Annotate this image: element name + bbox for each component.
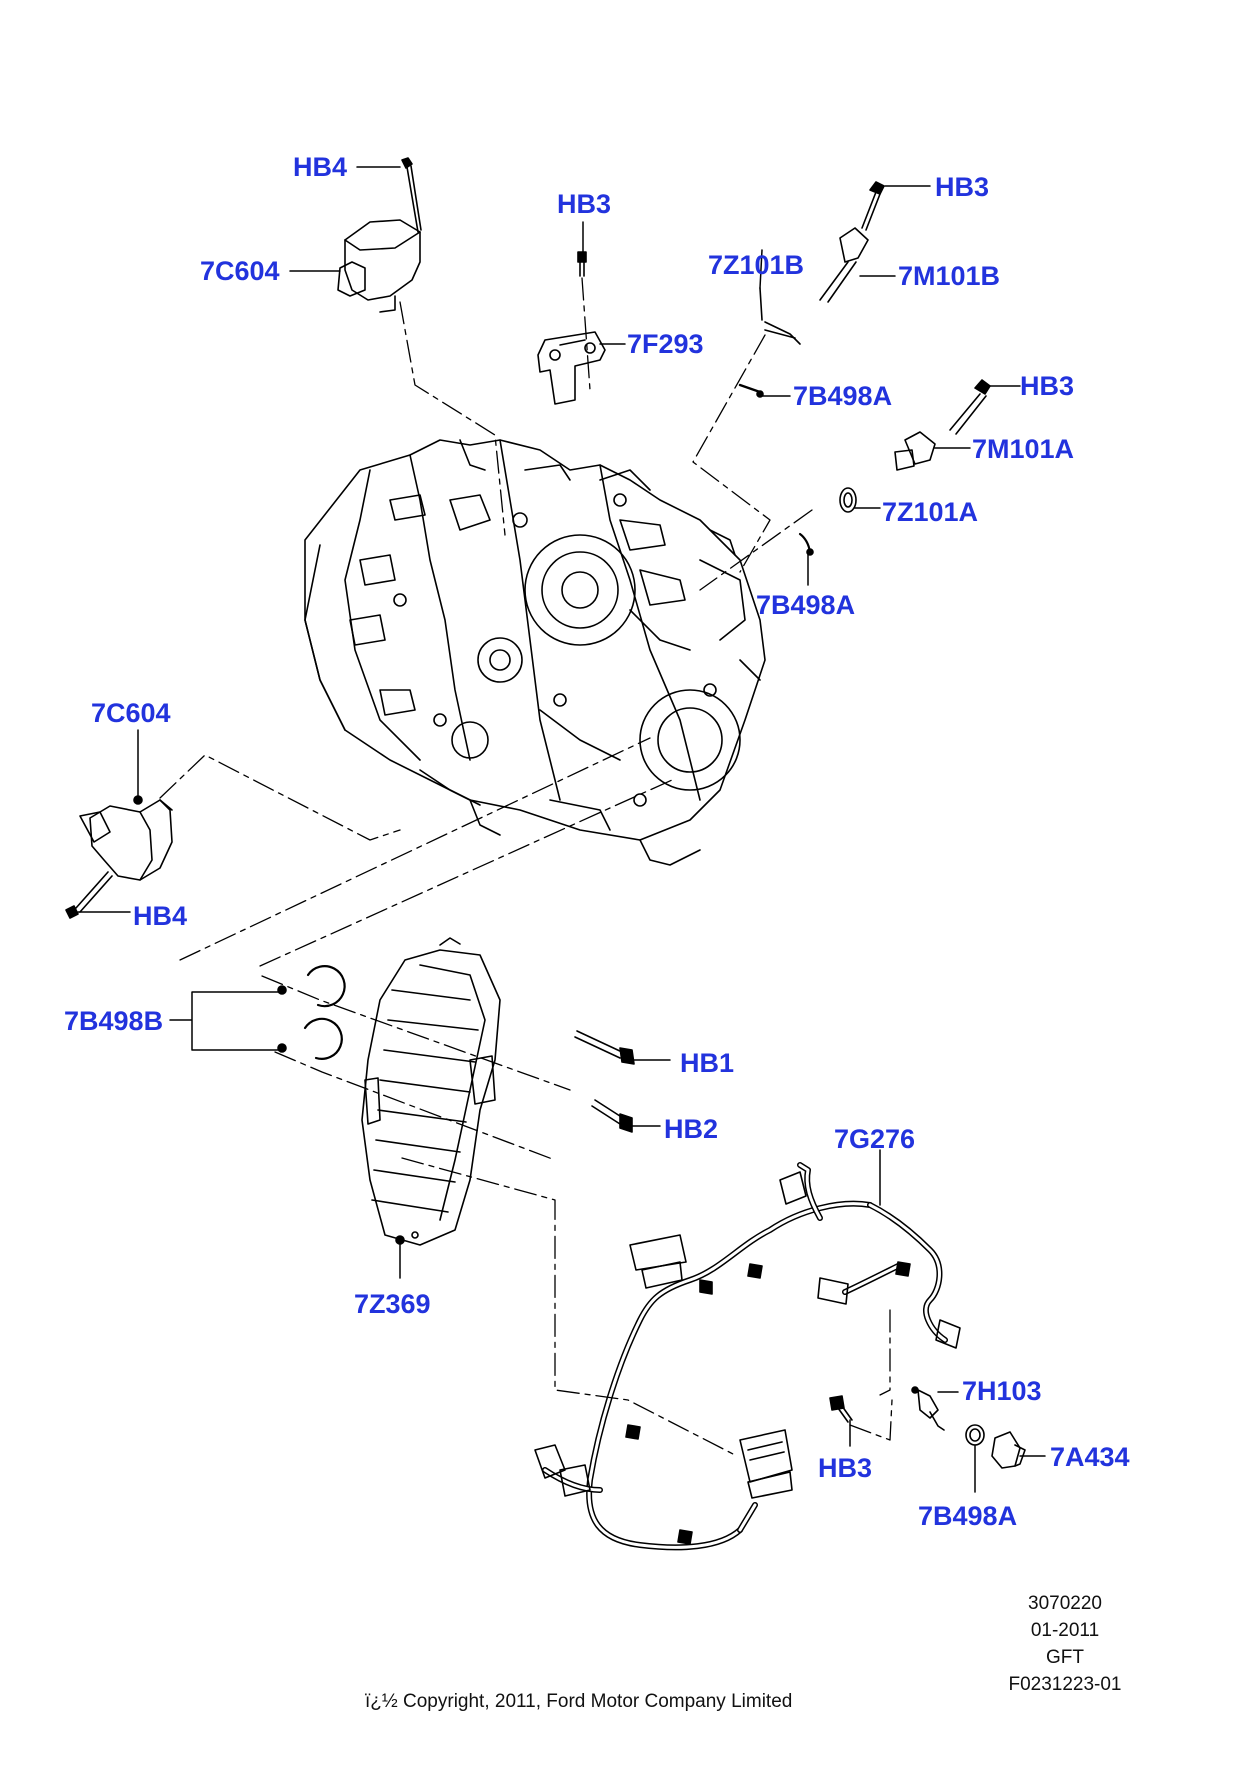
callout-7b498a-upper: 7B498A — [793, 381, 893, 411]
callout-hb3-right: HB3 — [1020, 371, 1075, 401]
transmission-housing — [304, 439, 766, 866]
callout-7c604-left: 7C604 — [91, 698, 171, 728]
o-ring-7z101a — [839, 487, 857, 513]
wiring-harness-7g276 — [534, 1162, 961, 1551]
sensor-7h103 — [911, 1386, 945, 1431]
reference-number: 3070220 — [1028, 1593, 1102, 1614]
bracket-7f293 — [537, 331, 606, 405]
speed-sensor-7c604-left — [79, 795, 173, 881]
callout-7m101b: 7M101B — [898, 261, 1001, 291]
callout-hb4-top: HB4 — [293, 152, 348, 182]
callout-hb4-left: HB4 — [133, 901, 188, 931]
callout-hb1: HB1 — [680, 1048, 735, 1078]
speed-sensor-7c604-top — [337, 219, 421, 313]
callout-hb3-bottom: HB3 — [818, 1453, 873, 1483]
figure-id: F0231223-01 — [1008, 1674, 1122, 1695]
figure-date: 01-2011 — [1030, 1620, 1100, 1641]
bolt-hb4-top — [401, 157, 422, 233]
bolt-hb3-center — [577, 251, 587, 277]
callout-7h103: 7H103 — [962, 1376, 1042, 1406]
plug-7a434 — [991, 1431, 1026, 1469]
callout-7g276: 7G276 — [834, 1124, 916, 1154]
callout-7m101a: 7M101A — [972, 434, 1075, 464]
clips-7b498b — [277, 965, 346, 1060]
o-ring-7b498a-bottom — [965, 1424, 985, 1446]
speed-sensor-7m101b — [819, 181, 885, 303]
callout-hb3-top-right: HB3 — [935, 172, 990, 202]
bolt-hb1 — [574, 1030, 635, 1065]
clip-7b498a-upper — [738, 383, 764, 398]
clip-7b498a-mid — [798, 532, 814, 556]
copyright-notice: ï¿½ Copyright, 2011, Ford Motor Company … — [365, 1691, 793, 1712]
callout-7c604-top: 7C604 — [200, 256, 280, 286]
bolt-hb4-left — [65, 871, 113, 919]
callout-7f293: 7F293 — [627, 329, 704, 359]
callout-hb3-center: HB3 — [557, 189, 612, 219]
callout-7b498a-mid: 7B498A — [756, 590, 856, 620]
callout-7b498a-bottom: 7B498A — [918, 1501, 1018, 1531]
callout-7z101a: 7Z101A — [882, 497, 979, 527]
assembly-lines — [159, 277, 893, 1456]
speed-sensor-7m101a — [894, 379, 991, 471]
callout-7b498b: 7B498B — [64, 1006, 164, 1036]
callout-hb2: HB2 — [664, 1114, 719, 1144]
bolt-hb3-bottom — [829, 1395, 853, 1423]
leader-lines — [77, 166, 1046, 1493]
bolt-hb2 — [591, 1099, 633, 1133]
figure-metadata: 3070220 01-2011 GFT F0231223-01 — [980, 1590, 1150, 1698]
valve-body-7z369 — [361, 937, 501, 1246]
callout-7z369: 7Z369 — [354, 1289, 431, 1319]
callout-7z101b: 7Z101B — [708, 250, 805, 280]
callout-7a434: 7A434 — [1050, 1442, 1130, 1472]
figure-code: GFT — [1046, 1647, 1084, 1668]
o-ring-7z101b — [759, 287, 801, 345]
